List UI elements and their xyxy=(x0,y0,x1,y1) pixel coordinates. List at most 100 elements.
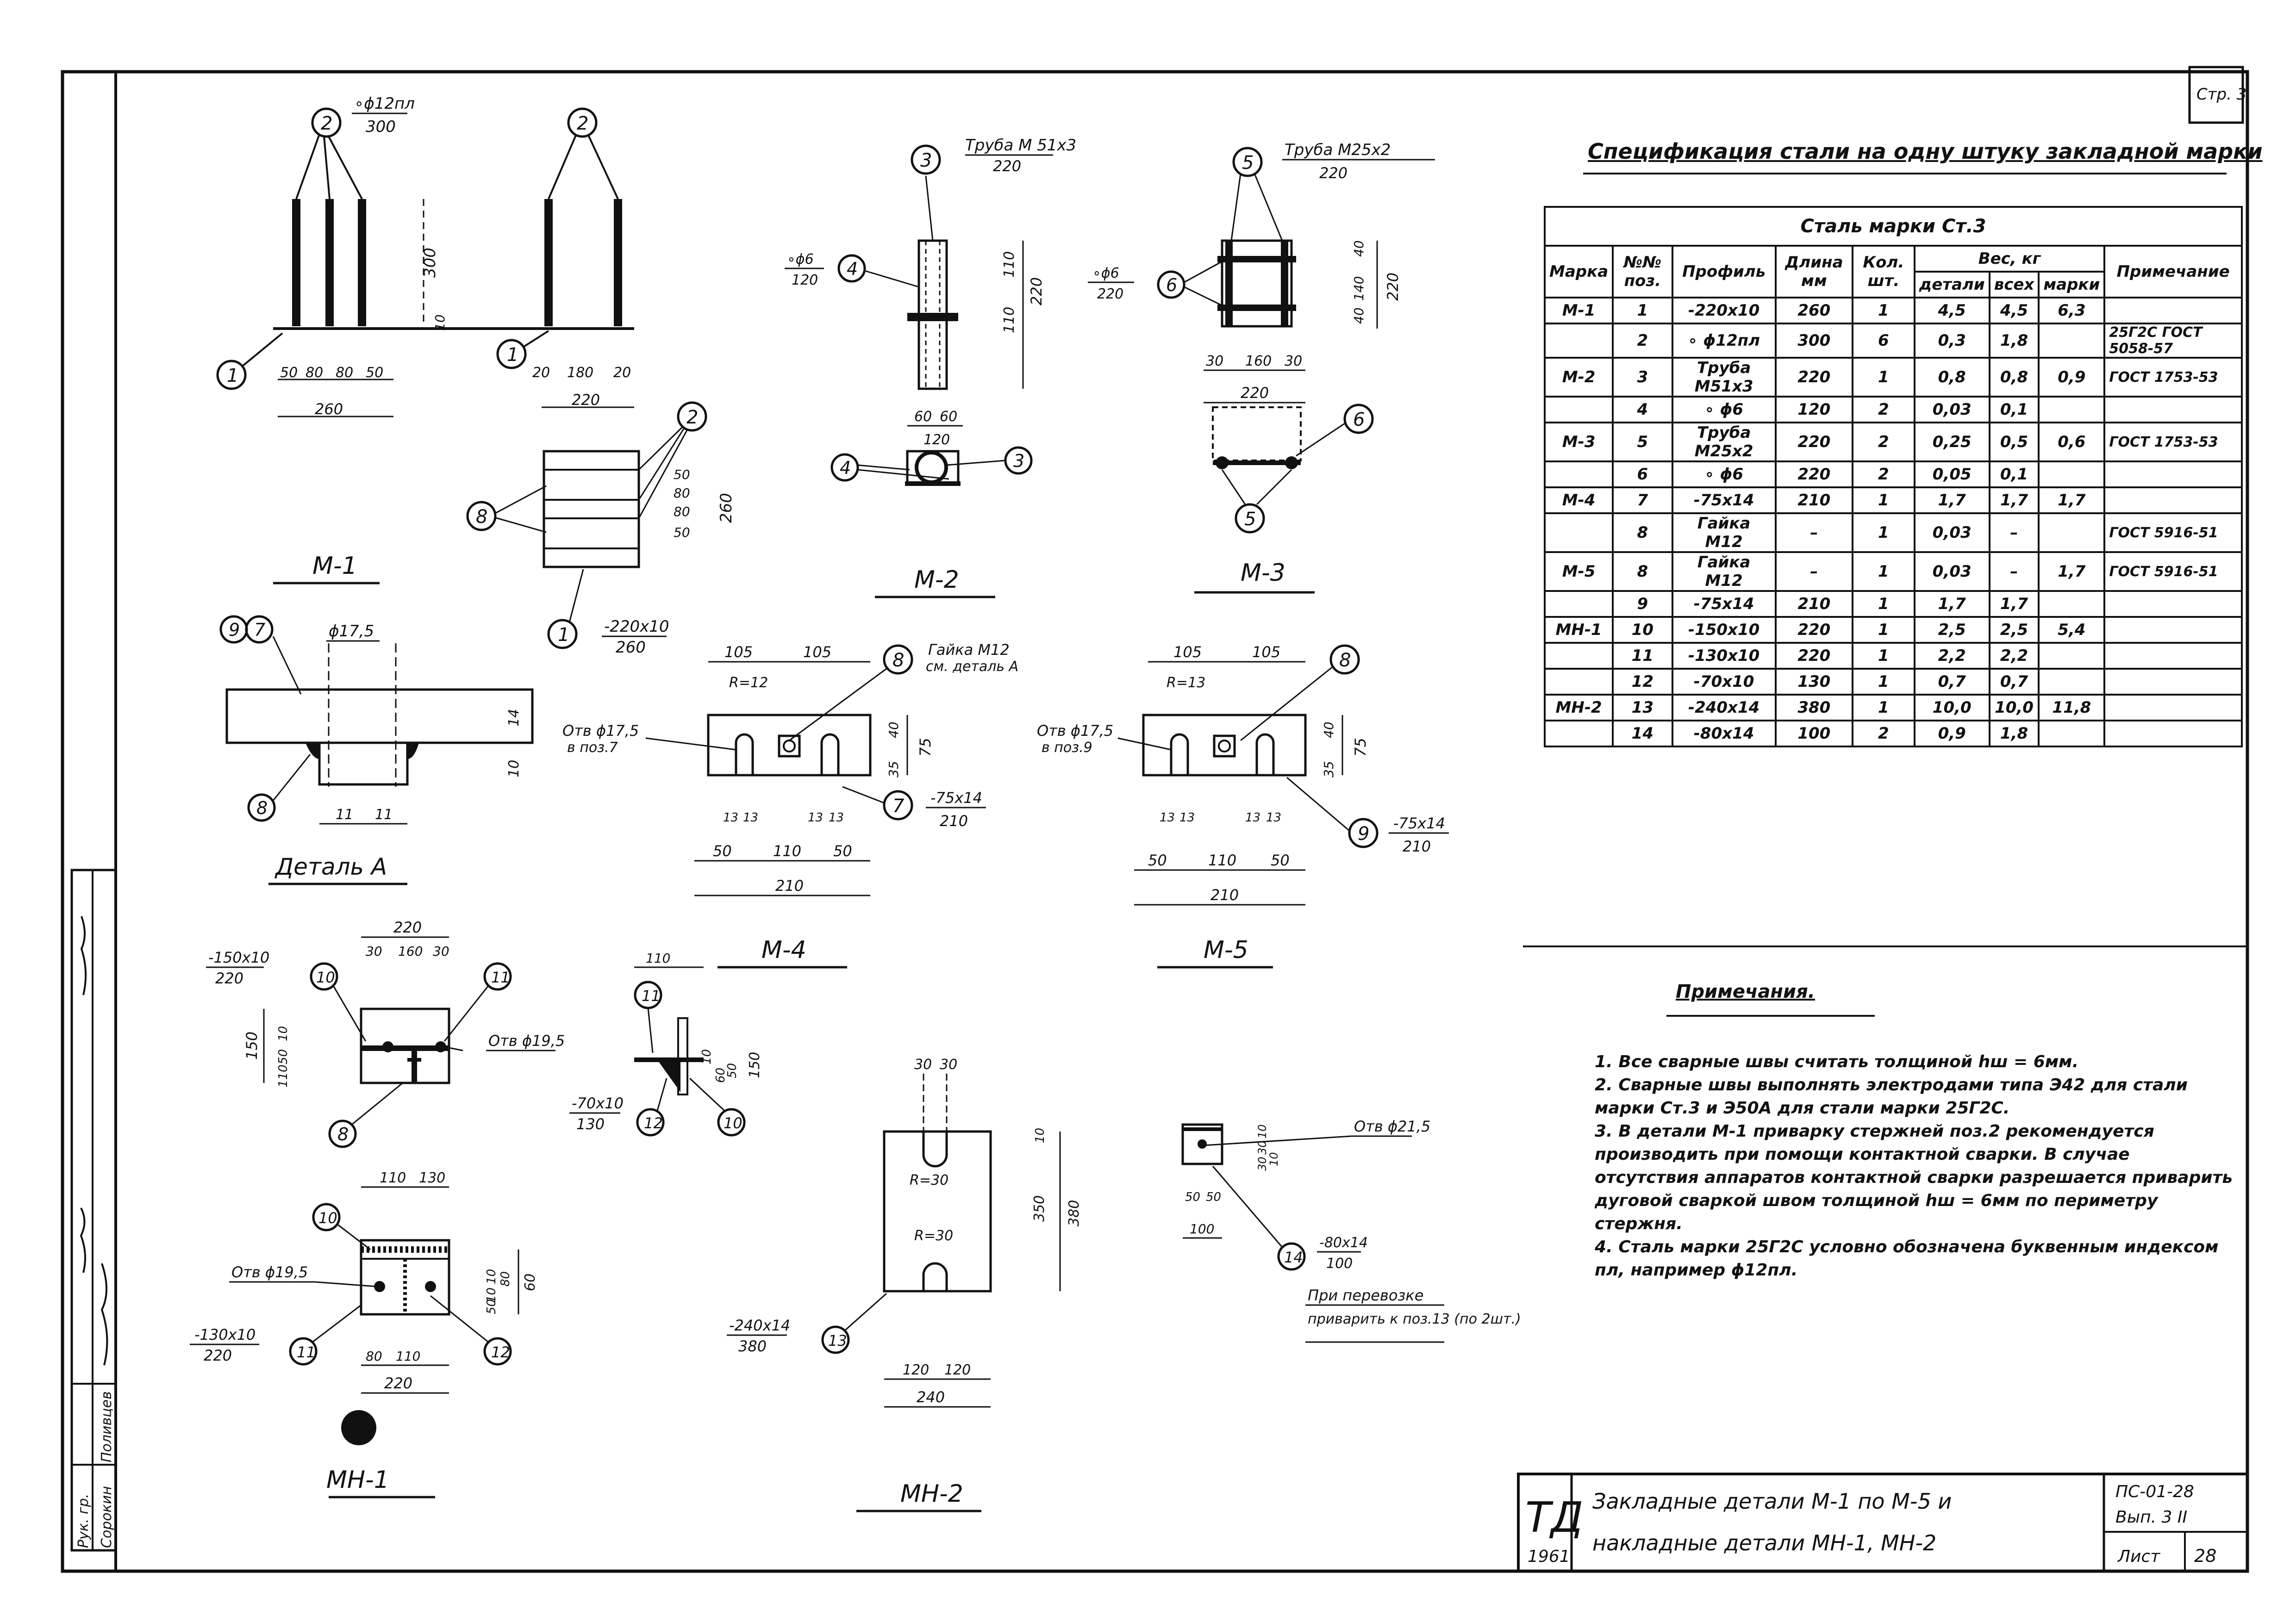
svg-text:60: 60 xyxy=(714,1068,728,1083)
svg-text:13: 13 xyxy=(1266,811,1281,825)
svg-text:50: 50 xyxy=(276,1049,290,1064)
svg-text:11: 11 xyxy=(642,987,661,1005)
svg-text:14: 14 xyxy=(1284,1249,1303,1266)
table-cell-qty: 1 xyxy=(1851,512,1915,553)
table-cell-note: 25Г2С ГОСТ 5058-57 xyxy=(2103,323,2243,359)
table-cell-w-mark xyxy=(2038,396,2106,423)
svg-text:60: 60 xyxy=(914,409,932,425)
table-cell-profile: ∘ ϕ6 xyxy=(1671,396,1777,423)
svg-text:-220x10: -220x10 xyxy=(604,617,669,636)
table-cell-profile: Гайка М12 xyxy=(1671,551,1777,592)
drawing-m2: 3 Труба М 51x3 220 ∘ϕ6 120 4 110 110 220… xyxy=(785,136,1076,598)
table-cell-profile: Гайка М12 xyxy=(1671,512,1777,553)
svg-text:-240x14: -240x14 xyxy=(729,1317,790,1334)
notes: 1. Все сварные швы считать толщиной hш =… xyxy=(1595,1051,2234,1282)
table-cell-pos: 13 xyxy=(1612,694,1673,721)
svg-text:30: 30 xyxy=(1256,1157,1269,1171)
svg-text:7: 7 xyxy=(254,620,265,640)
table-cell-pos: 5 xyxy=(1612,422,1673,462)
spec-title: Спецификация стали на одну штуку закладн… xyxy=(1588,139,2263,164)
svg-text:R=30: R=30 xyxy=(914,1228,953,1244)
table-cell-profile: -130x10 xyxy=(1671,642,1777,670)
svg-text:220: 220 xyxy=(1319,164,1348,182)
table-cell-profile: ∘ ϕ6 xyxy=(1671,460,1777,488)
svg-text:40: 40 xyxy=(886,721,901,738)
svg-text:40: 40 xyxy=(1351,307,1366,324)
svg-text:260: 260 xyxy=(315,400,343,418)
table-cell-mark xyxy=(1543,668,1614,696)
svg-text:110: 110 xyxy=(646,951,670,966)
svg-text:-150x10: -150x10 xyxy=(208,949,269,966)
table-cell-mark: М-1 xyxy=(1543,297,1614,324)
table-cell-mark: М-3 xyxy=(1543,422,1614,462)
table-cell-pos: 3 xyxy=(1612,357,1673,398)
table-cell-length: – xyxy=(1774,551,1853,592)
svg-text:60: 60 xyxy=(522,1274,538,1291)
svg-text:13: 13 xyxy=(743,811,758,825)
table-cell-w-detail: 10,0 xyxy=(1913,694,1990,721)
table-cell-w-mark: 1,7 xyxy=(2038,551,2106,592)
table-cell-w-mark xyxy=(2038,590,2106,618)
svg-text:Труба М 51x3: Труба М 51x3 xyxy=(965,136,1076,155)
col-w-mark: марки xyxy=(2038,271,2106,298)
drawing-detail-a: 9 7 ϕ17,5 14 10 8 11 11 Деталь А xyxy=(219,615,534,885)
table-cell-note xyxy=(2103,486,2243,514)
stamp-title-2: накладные детали МН-1, МН-2 xyxy=(1592,1530,1936,1555)
svg-text:Сорокин: Сорокин xyxy=(99,1486,115,1548)
table-cell-w-total: 2,5 xyxy=(1988,616,2040,644)
svg-text:105: 105 xyxy=(724,643,753,661)
table-cell-w-detail: 0,7 xyxy=(1913,668,1990,696)
svg-text:210: 210 xyxy=(1210,886,1239,904)
svg-text:30: 30 xyxy=(1256,1140,1269,1155)
table-cell-length: 300 xyxy=(1774,323,1853,359)
svg-text:-80x14: -80x14 xyxy=(1319,1235,1368,1251)
table-cell-w-detail: 2,2 xyxy=(1913,642,1990,670)
svg-text:7: 7 xyxy=(892,796,905,817)
svg-text:110: 110 xyxy=(276,1064,290,1088)
table-cell-w-total: – xyxy=(1988,551,2040,592)
svg-text:20: 20 xyxy=(532,365,550,381)
svg-text:МН-2: МН-2 xyxy=(900,1480,963,1508)
svg-text:М-3: М-3 xyxy=(1241,559,1285,587)
table-cell-qty: 2 xyxy=(1851,460,1915,488)
table-cell-w-mark xyxy=(2038,720,2106,747)
svg-text:Отв ϕ19,5: Отв ϕ19,5 xyxy=(231,1263,308,1281)
svg-text:см. деталь А: см. деталь А xyxy=(926,659,1018,675)
svg-text:10: 10 xyxy=(724,1114,742,1132)
svg-text:М-4: М-4 xyxy=(761,936,806,964)
svg-text:40: 40 xyxy=(1321,721,1336,738)
table-cell-profile: Труба М25x2 xyxy=(1671,422,1777,462)
table-cell-w-mark: 0,6 xyxy=(2038,422,2106,462)
table-cell-w-total: 1,8 xyxy=(1988,720,2040,747)
table-cell-pos: 6 xyxy=(1612,460,1673,488)
table-cell-w-detail: 0,25 xyxy=(1913,422,1990,462)
table-cell-w-detail: 2,5 xyxy=(1913,616,1990,644)
notes-title: Примечания. xyxy=(1676,981,1815,1002)
table-cell-length: 130 xyxy=(1774,668,1853,696)
table-cell-note: ГОСТ 1753-53 xyxy=(2103,357,2243,398)
svg-text:11: 11 xyxy=(297,1343,316,1361)
svg-text:100: 100 xyxy=(1326,1256,1353,1272)
table-cell-w-detail: 1,7 xyxy=(1913,486,1990,514)
svg-text:10: 10 xyxy=(432,314,448,331)
svg-text:3: 3 xyxy=(920,150,932,171)
drawing-m3: 5 Труба М25x2 220 ∘ϕ6 220 6 40 140 40 22… xyxy=(1088,141,1435,594)
note-item: 3. В детали М-1 приварку стержней поз.2 … xyxy=(1595,1122,2233,1233)
drawing-m4: 105 105 8 Гайка М12 см. деталь А R=12 От… xyxy=(562,641,1018,969)
svg-text:50: 50 xyxy=(833,842,852,860)
svg-text:6: 6 xyxy=(1353,409,1365,430)
svg-text:6: 6 xyxy=(1166,275,1177,295)
table-cell-w-detail: 4,5 xyxy=(1913,297,1990,324)
table-cell-pos: 8 xyxy=(1612,512,1673,553)
table-cell-w-detail: 0,3 xyxy=(1913,323,1990,359)
svg-text:10: 10 xyxy=(1256,1124,1269,1138)
svg-text:1: 1 xyxy=(507,344,518,366)
svg-text:35: 35 xyxy=(1321,761,1336,777)
table-cell-w-mark xyxy=(2038,512,2106,553)
